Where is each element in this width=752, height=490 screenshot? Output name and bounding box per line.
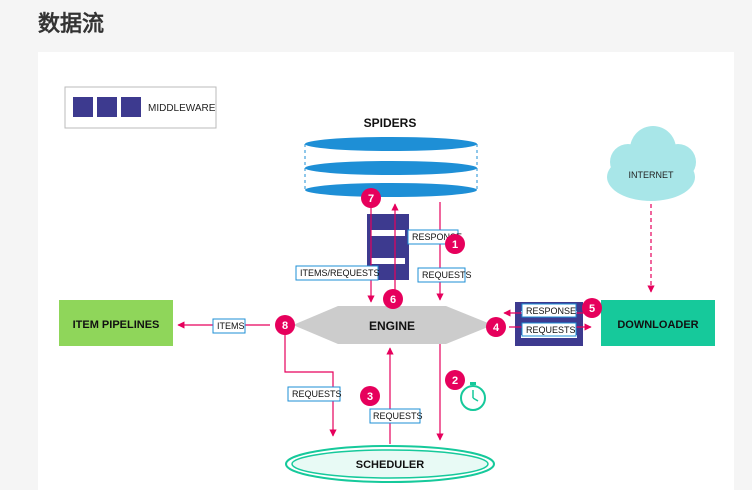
step-badge-5 bbox=[582, 298, 602, 318]
step-number-6: 6 bbox=[390, 294, 396, 306]
internet-cloud: INTERNET bbox=[607, 126, 696, 201]
step-number-1: 1 bbox=[452, 239, 458, 251]
data-flow-diagram: MIDDLEWARE SPIDERS INTERNET ITEM PIPELIN… bbox=[38, 52, 734, 490]
flow-label-requests-left: REQUESTS bbox=[292, 389, 342, 399]
step-number-4: 4 bbox=[493, 322, 500, 334]
legend: MIDDLEWARE bbox=[64, 86, 217, 129]
downloader-label: DOWNLOADER bbox=[617, 319, 698, 331]
step-number-8: 8 bbox=[282, 320, 288, 332]
flow-label-requests-downloader: REQUESTS bbox=[526, 325, 576, 335]
flow-label-requests-scheduler: REQUESTS bbox=[373, 411, 423, 421]
step-number-3: 3 bbox=[367, 391, 373, 403]
step-number-2: 2 bbox=[452, 375, 458, 387]
step-badge-8 bbox=[275, 315, 295, 335]
legend-label: MIDDLEWARE bbox=[148, 103, 216, 114]
flow-labels: REQUESTS ITEMS/REQUESTS RESPONSE ITEMS R… bbox=[212, 229, 577, 424]
spiders-label: SPIDERS bbox=[364, 116, 417, 130]
scheduler-component: SCHEDULER bbox=[285, 445, 495, 483]
page-title: 数据流 bbox=[38, 12, 105, 37]
step-number-5: 5 bbox=[589, 303, 595, 315]
downloader-component: DOWNLOADER bbox=[601, 300, 715, 346]
internet-label: INTERNET bbox=[629, 170, 675, 180]
flow-label-response-downloader: RESPONSE bbox=[526, 306, 576, 316]
step-badge-1 bbox=[445, 234, 465, 254]
step-badge-6 bbox=[383, 289, 403, 309]
arrow-left-requests bbox=[284, 327, 337, 437]
flow-label-items-requests: ITEMS/REQUESTS bbox=[300, 268, 380, 278]
engine-component: ENGINE bbox=[293, 306, 493, 344]
step-number-7: 7 bbox=[368, 193, 374, 205]
item-pipelines-component: ITEM PIPELINES bbox=[59, 300, 173, 346]
step-badge-4 bbox=[486, 317, 506, 337]
spiders-component: SPIDERS bbox=[304, 116, 478, 197]
step-badge-7 bbox=[361, 188, 381, 208]
timer-icon bbox=[460, 382, 486, 411]
item-pipelines-label: ITEM PIPELINES bbox=[73, 319, 160, 331]
step-badge-2 bbox=[445, 370, 465, 390]
engine-label: ENGINE bbox=[369, 319, 415, 333]
step-badge-3 bbox=[360, 386, 380, 406]
legend-swatch bbox=[97, 97, 117, 117]
scheduler-label: SCHEDULER bbox=[356, 459, 425, 471]
flow-label-response-spider: RESPONSE bbox=[412, 232, 462, 242]
step-badges: 1 2 3 4 5 6 7 8 bbox=[275, 188, 602, 406]
flow-label-requests-spider: REQUESTS bbox=[422, 270, 472, 280]
legend-swatch bbox=[121, 97, 141, 117]
legend-swatch bbox=[73, 97, 93, 117]
flow-label-items: ITEMS bbox=[217, 321, 245, 331]
